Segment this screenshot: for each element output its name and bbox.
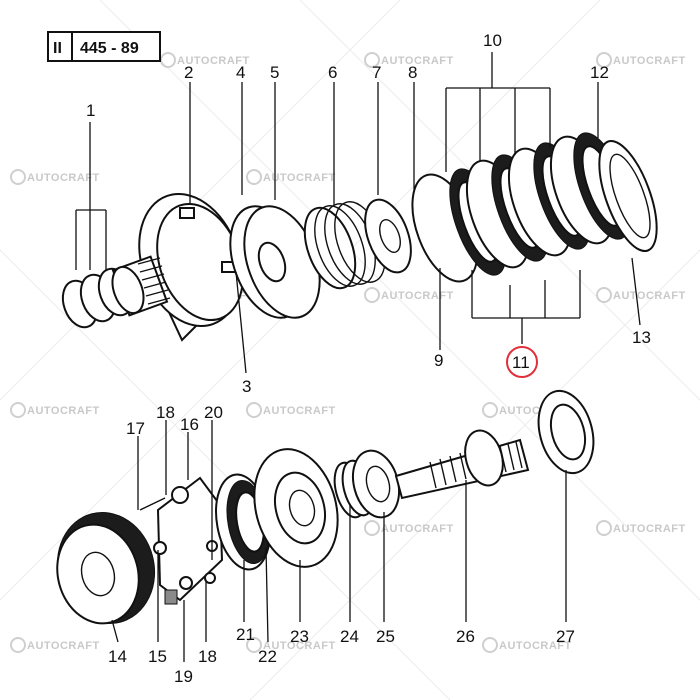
svg-text:AUTOCRAFT: AUTOCRAFT [613,290,686,302]
watermark: AUTOCRAFT [10,402,100,418]
label-18-bottom: 18 [198,647,217,666]
svg-text:AUTOCRAFT: AUTOCRAFT [613,523,686,535]
svg-text:AUTOCRAFT: AUTOCRAFT [27,172,100,184]
highlight-circle [506,346,538,378]
part-25-bearing [351,449,401,519]
label-5: 5 [270,63,279,82]
label-4: 4 [236,63,245,82]
part-4-5-piston [229,205,321,319]
svg-text:AUTOCRAFT: AUTOCRAFT [381,55,454,67]
label-11: 11 [512,353,530,372]
part-13-pressure-plate [598,139,658,253]
watermark: AUTOCRAFT [596,52,686,68]
label-15: 15 [148,647,167,666]
svg-text:AUTOCRAFT: AUTOCRAFT [263,640,336,652]
label-13: 13 [632,328,651,347]
watermark: AUTOCRAFT [10,637,100,653]
upper-assembly [61,132,658,342]
svg-text:AUTOCRAFT: AUTOCRAFT [263,172,336,184]
part-16-carrier-plate [139,476,224,605]
label-17: 17 [126,419,145,438]
label-3: 3 [242,377,251,396]
part-7-retainer [364,198,412,274]
label-6: 6 [328,63,337,82]
section-code-box: II 445 - 89 [47,31,161,62]
label-2: 2 [184,63,193,82]
svg-text:AUTOCRAFT: AUTOCRAFT [381,523,454,535]
part-27-seal [537,389,595,475]
watermark: AUTOCRAFT [482,637,572,653]
label-18-top: 18 [156,403,175,422]
part-26-shaft [394,429,530,500]
label-26: 26 [456,627,475,646]
watermark: AUTOCRAFT [596,287,686,303]
label-8: 8 [408,63,417,82]
label-14: 14 [108,647,127,666]
svg-text:AUTOCRAFT: AUTOCRAFT [263,405,336,417]
lower-assembly [56,389,595,625]
label-27: 27 [556,627,575,646]
label-7: 7 [372,63,381,82]
watermark: AUTOCRAFT [246,637,336,653]
watermark: AUTOCRAFT [364,52,454,68]
label-9: 9 [434,351,443,370]
svg-text:AUTOCRAFT: AUTOCRAFT [27,405,100,417]
part-2-clutch-drum [111,193,244,342]
svg-text:AUTOCRAFT: AUTOCRAFT [27,640,100,652]
lower-leaders [111,420,567,662]
label-21: 21 [236,625,255,644]
svg-text:AUTOCRAFT: AUTOCRAFT [177,55,250,67]
label-12: 12 [590,63,609,82]
section-number: II [53,40,62,57]
label-19: 19 [174,667,193,686]
watermark: AUTOCRAFT [246,169,336,185]
label-16: 16 [180,415,199,434]
watermark: AUTOCRAFT [10,169,100,185]
part-6-return-spring [303,201,386,290]
label-25: 25 [376,627,395,646]
svg-text:AUTOCRAFT: AUTOCRAFT [381,290,454,302]
label-10: 10 [483,31,502,50]
watermark: AUTOCRAFT [596,520,686,536]
part-14-gear [56,511,156,625]
label-22: 22 [258,647,277,666]
watermark: AUTOCRAFT [246,402,336,418]
part-23-housing [253,448,339,568]
svg-text:AUTOCRAFT: AUTOCRAFT [499,640,572,652]
upper-leaders [75,52,641,374]
part-labels: 1 2 3 4 5 6 7 8 9 10 11 12 13 14 15 16 1… [86,31,651,686]
label-23: 23 [290,627,309,646]
label-24: 24 [340,627,359,646]
label-1: 1 [86,101,95,120]
watermark: AUTOCRAFT [364,520,454,536]
label-20: 20 [204,403,223,422]
watermark: AUTOCRAFT [364,287,454,303]
svg-text:AUTOCRAFT: AUTOCRAFT [613,55,686,67]
diagram-code: 445 - 89 [80,40,139,57]
